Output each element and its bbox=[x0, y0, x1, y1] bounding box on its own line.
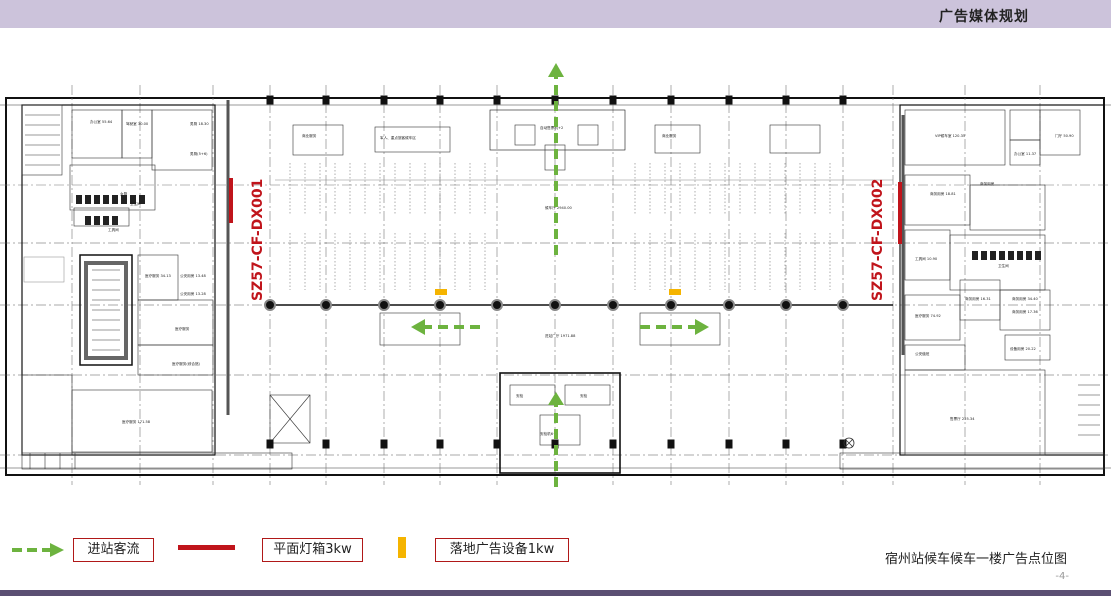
room-label: 商务用房 34.40 bbox=[1012, 296, 1039, 301]
room-label: 医疗服务(综合馆) bbox=[172, 361, 201, 366]
header-bar: 广告媒体规划 bbox=[0, 0, 1111, 28]
room-label: 公安值班 bbox=[915, 351, 930, 356]
room-label: VIP候车室 120.35 bbox=[935, 133, 965, 138]
lightbox-marker-dx002 bbox=[898, 182, 902, 244]
room-label: 办公室 11.37 bbox=[1014, 151, 1036, 156]
figure-caption: 宿州站候车候车一楼广告点位图 bbox=[884, 552, 1067, 567]
room-label: 商业服务 bbox=[662, 133, 677, 138]
flow-arrowhead-west bbox=[411, 319, 425, 335]
room-label: 安检 bbox=[516, 393, 524, 398]
room-label: 工具间 bbox=[108, 227, 119, 232]
room-label: 自动售票机+2 bbox=[540, 125, 563, 130]
lightbox-label-dx002: SZ57-CF-DX002 bbox=[870, 179, 886, 301]
room-label: 医疗服务 34.13 bbox=[145, 273, 171, 278]
floor-ad-marker bbox=[669, 289, 681, 295]
room-label: 候车厅 2940.00 bbox=[545, 205, 572, 210]
room-label: 商业服务 bbox=[302, 133, 317, 138]
room-label: 驾驶室 30.00 bbox=[126, 121, 149, 126]
flow-arrowhead-entry bbox=[548, 392, 564, 405]
lightbox-legend-icon bbox=[178, 545, 235, 550]
lightbox-label-dx001: SZ57-CF-DX001 bbox=[250, 179, 266, 301]
floor-plan: 办公室 55.64 驾驶室 30.00 男厕 18.30 卫生间 女厕 男厕(5… bbox=[0, 63, 1111, 487]
room-label: 女厕 bbox=[120, 191, 128, 196]
room-label: 商务用房 17.36 bbox=[1012, 309, 1039, 314]
room-label: 商务用房 bbox=[980, 181, 995, 186]
room-label: 公安用房 13.48 bbox=[180, 273, 207, 278]
room-label: 医疗服务 74.92 bbox=[915, 313, 941, 318]
room-label: 售票厅 225.34 bbox=[950, 416, 975, 421]
lightbox-legend-label: 平面灯箱3kw bbox=[262, 538, 363, 562]
room-label: 医疗服务 171.58 bbox=[122, 419, 151, 424]
flow-arrowhead-north bbox=[548, 63, 564, 77]
flow-arrowhead-east bbox=[695, 319, 709, 335]
flow-legend-icon bbox=[12, 543, 64, 557]
room-label: 军人、重点旅客候车区 bbox=[380, 135, 416, 140]
footer-bar bbox=[0, 590, 1111, 596]
room-label: 商务用房 16.31 bbox=[965, 296, 991, 301]
room-label: 公安用房 13.28 bbox=[180, 291, 207, 296]
page-number: -4- bbox=[1055, 571, 1069, 582]
floor-ad-legend-icon bbox=[398, 537, 406, 558]
room-label: 安检机6+2 bbox=[540, 431, 558, 436]
room-label: 卫生间 bbox=[998, 263, 1009, 268]
room-label: 进站广厅 1971.88 bbox=[545, 333, 576, 338]
room-label: 安检 bbox=[580, 393, 588, 398]
room-label: 卫生间 bbox=[130, 201, 141, 206]
lightbox-marker-dx001 bbox=[229, 178, 233, 223]
room-label: 设备用房 20.22 bbox=[1010, 346, 1036, 351]
room-label: 男厕(5+6) bbox=[190, 151, 208, 156]
floor-ad-legend-label: 落地广告设备1kw bbox=[435, 538, 569, 562]
room-label: 商务用房 18.81 bbox=[930, 191, 956, 196]
room-label: 办公室 55.64 bbox=[90, 119, 113, 124]
header-title: 广告媒体规划 bbox=[939, 9, 1029, 25]
floor-ad-marker bbox=[435, 289, 447, 295]
room-label: 工具间 10.90 bbox=[915, 256, 938, 261]
room-label: 男厕 18.30 bbox=[190, 121, 209, 126]
room-label: 门厅 50.90 bbox=[1055, 133, 1074, 138]
flow-legend-label: 进站客流 bbox=[73, 538, 154, 562]
room-label: 医疗服务 bbox=[175, 326, 190, 331]
